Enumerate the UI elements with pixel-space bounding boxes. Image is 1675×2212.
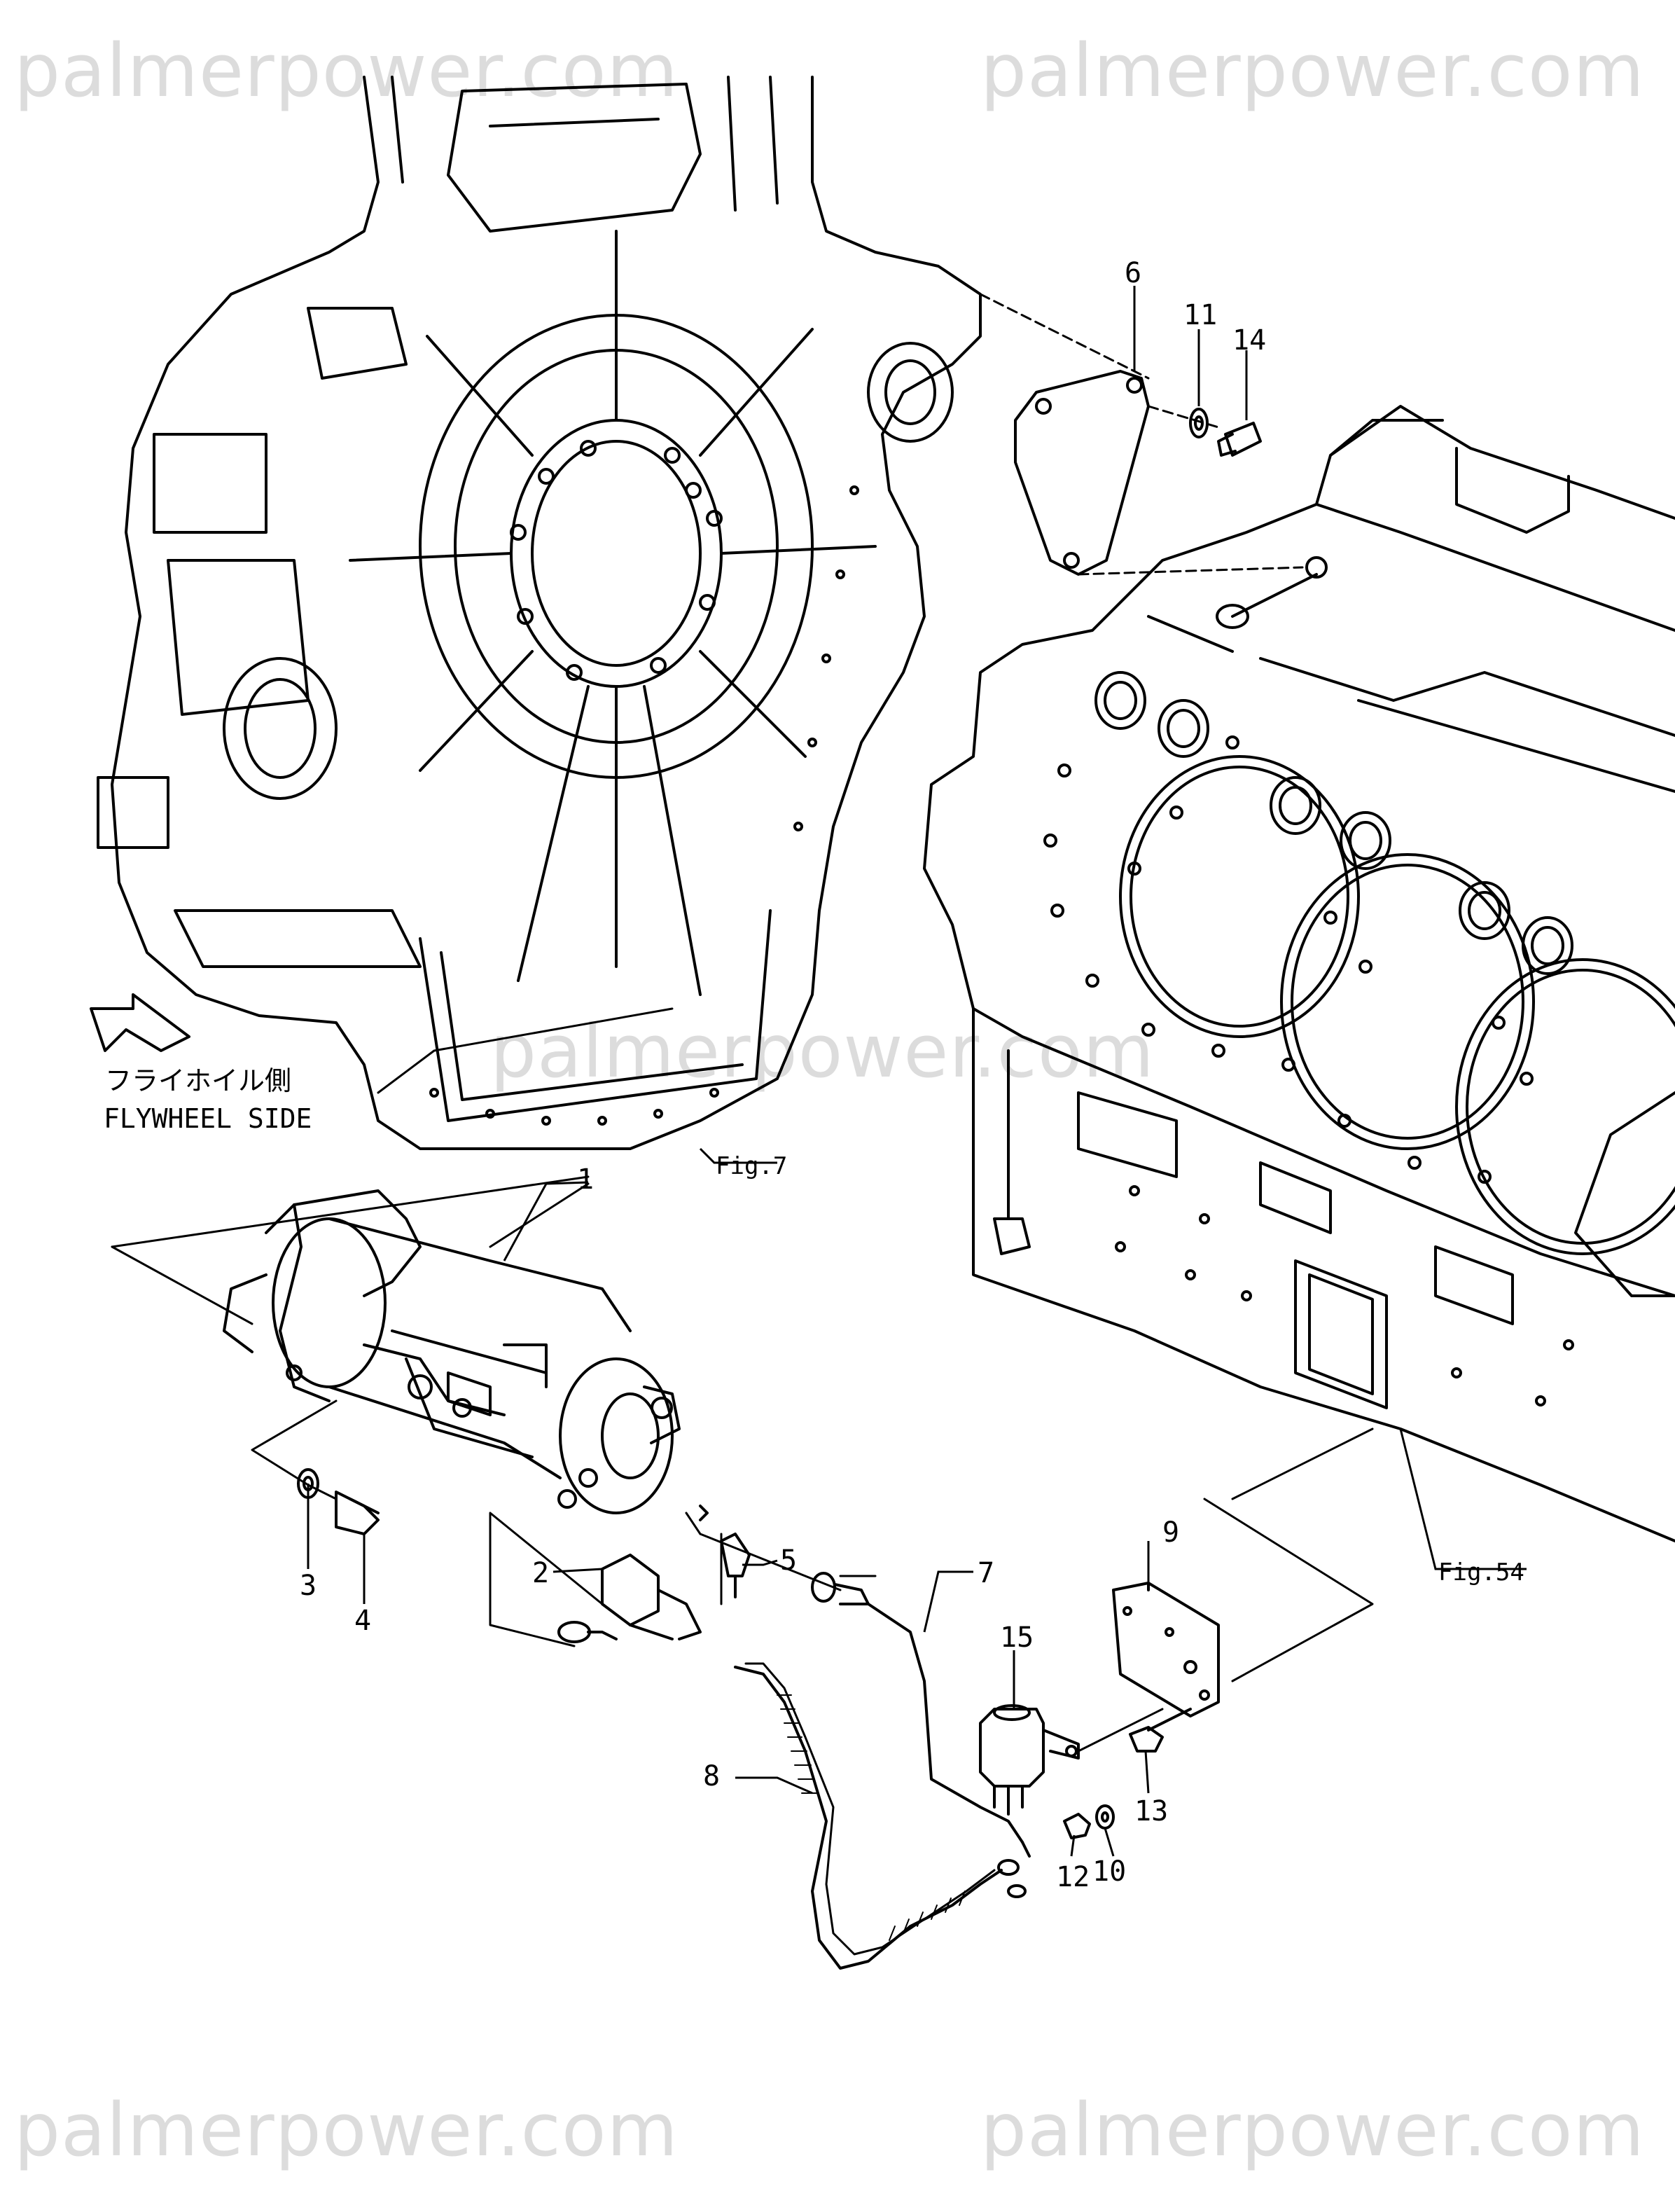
ring-terminal	[811, 1572, 870, 1605]
engine-block	[923, 405, 1675, 1542]
callout-5: 5	[780, 1544, 798, 1577]
direction-label-japanese: フライホイル側	[105, 1065, 292, 1096]
figure-ref-54[interactable]: Fig.54	[1438, 1558, 1524, 1587]
watermark-center: palmerpower.com	[490, 1009, 1155, 1094]
callout-14: 14	[1232, 324, 1267, 357]
washer-10	[1095, 1804, 1115, 1830]
bolt-13	[1129, 1708, 1192, 1753]
callout-8: 8	[703, 1760, 721, 1792]
watermark-bottom-left: palmerpower.com	[14, 2087, 679, 2173]
callout-1: 1	[577, 1163, 595, 1196]
mounting-plate	[1112, 1582, 1220, 1717]
washer-and-bolt-left	[297, 1468, 380, 1535]
callout-9: 9	[1162, 1516, 1180, 1549]
callout-10: 10	[1092, 1855, 1127, 1888]
flywheel-housing	[97, 76, 982, 1150]
flywheel-direction-arrow-icon	[90, 993, 190, 1052]
bolt-12	[1063, 1813, 1091, 1839]
callout-6: 6	[1125, 257, 1142, 289]
leader-1	[503, 1181, 589, 1261]
callout-4: 4	[354, 1605, 372, 1637]
cover-plate	[1014, 370, 1150, 576]
figure-ref-7[interactable]: Fig.7	[716, 1152, 788, 1180]
relay-switch	[979, 1704, 1080, 1816]
cable-7	[867, 1603, 1024, 1844]
callout-3: 3	[300, 1570, 317, 1602]
washer-and-bolt-top	[1189, 408, 1262, 457]
watermark-bottom-right: palmerpower.com	[980, 2087, 1645, 2173]
callout-7: 7	[978, 1557, 995, 1589]
starter-motor	[223, 1189, 681, 1514]
callout-11: 11	[1183, 299, 1218, 331]
watermark-top-left: palmerpower.com	[14, 28, 679, 113]
terminal-connector	[557, 1554, 702, 1643]
callout-12: 12	[1056, 1861, 1090, 1893]
callout-13: 13	[1134, 1795, 1169, 1827]
direction-label-english: FLYWHEEL SIDE	[104, 1103, 312, 1134]
callout-2: 2	[532, 1557, 550, 1589]
cable-8	[734, 1666, 1003, 1970]
watermark-top-right: palmerpower.com	[980, 28, 1645, 113]
callout-15: 15	[1000, 1622, 1034, 1654]
